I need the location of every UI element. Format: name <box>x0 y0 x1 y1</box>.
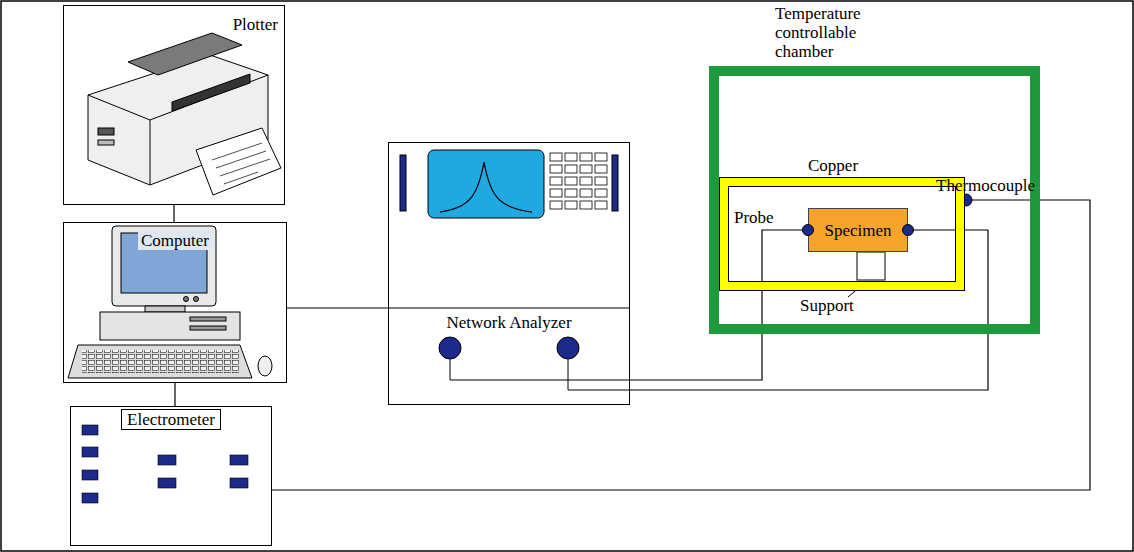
key <box>565 189 577 197</box>
node-text: Computer <box>138 231 212 250</box>
resonance-curve <box>440 162 532 212</box>
panel-bar <box>400 155 406 211</box>
key <box>595 177 607 185</box>
key <box>550 177 562 185</box>
probe-dot <box>802 224 814 236</box>
node-text: Copper <box>808 156 858 175</box>
plotter-output-sheet <box>196 128 281 195</box>
drive-slot <box>190 326 226 330</box>
monitor-knob <box>184 297 189 302</box>
plotter-slot <box>172 74 250 111</box>
connector-wire <box>272 200 1090 490</box>
probe-dot <box>902 224 914 236</box>
connector-wire <box>287 307 388 308</box>
key <box>550 201 562 209</box>
panel-bar <box>612 155 618 211</box>
computer-box: Computer <box>63 222 287 383</box>
thermocouple-wire <box>972 200 1040 201</box>
chamber-box: Temperature controllable chamberCopperSp… <box>709 66 1040 334</box>
probe-label: Probe <box>734 208 774 227</box>
monitor-knob <box>194 297 199 302</box>
key <box>550 153 562 161</box>
connector-wire <box>630 230 808 380</box>
port-connector <box>439 337 461 359</box>
support-label: Support <box>800 296 854 315</box>
node-text: Plotter <box>231 15 280 34</box>
key <box>565 201 577 209</box>
node-text: Network Analyzer <box>444 313 573 332</box>
keyboard <box>68 345 252 378</box>
drive-slot <box>190 317 226 321</box>
key <box>580 153 592 161</box>
analyzer-illustration <box>388 150 630 390</box>
key <box>595 153 607 161</box>
node-text: Specimen <box>824 221 891 240</box>
computer-illustration <box>68 226 272 378</box>
electrometer-box: Electrometer <box>70 406 272 546</box>
key <box>595 189 607 197</box>
key <box>550 165 562 173</box>
support-block <box>857 252 885 280</box>
node-text: Electrometer <box>121 409 221 430</box>
key <box>595 165 607 173</box>
key <box>580 189 592 197</box>
button <box>230 455 248 465</box>
sheet-lines <box>212 143 270 184</box>
plotter-illustration <box>88 33 281 195</box>
keypad <box>550 153 607 209</box>
analyzer-screen <box>428 150 544 218</box>
button <box>82 470 98 480</box>
plotter-button <box>98 140 114 145</box>
copper-enclosure: CopperSpecimen <box>720 178 964 290</box>
button <box>158 455 176 465</box>
button <box>82 425 98 435</box>
plotter-box: Plotter <box>63 5 285 205</box>
connector-wire <box>174 383 175 406</box>
button <box>82 447 98 457</box>
connector-wire <box>630 230 988 390</box>
port-connector <box>557 337 579 359</box>
analyzer-box: Network Analyzer <box>388 142 630 405</box>
key <box>550 189 562 197</box>
key <box>595 201 607 209</box>
electrometer-buttons <box>82 425 248 503</box>
key <box>580 165 592 173</box>
key <box>580 177 592 185</box>
monitor <box>112 226 216 306</box>
mouse <box>258 356 272 376</box>
keyboard-keys <box>82 350 240 373</box>
key <box>565 153 577 161</box>
panel-divider <box>388 308 630 309</box>
key <box>565 165 577 173</box>
specimen-block: Specimen <box>808 208 908 252</box>
button <box>82 493 98 503</box>
probe-cable <box>450 359 630 390</box>
system-unit <box>100 312 240 340</box>
plotter-paper-feed <box>128 33 242 75</box>
monitor-stand <box>145 306 185 312</box>
thermocouple-label: Thermocouple <box>936 176 1035 195</box>
connector-wire <box>173 205 174 222</box>
button <box>158 478 176 488</box>
plotter-button <box>98 128 114 135</box>
key <box>580 201 592 209</box>
key <box>565 177 577 185</box>
button <box>230 478 248 488</box>
node-text: Temperature controllable chamber <box>775 4 915 61</box>
